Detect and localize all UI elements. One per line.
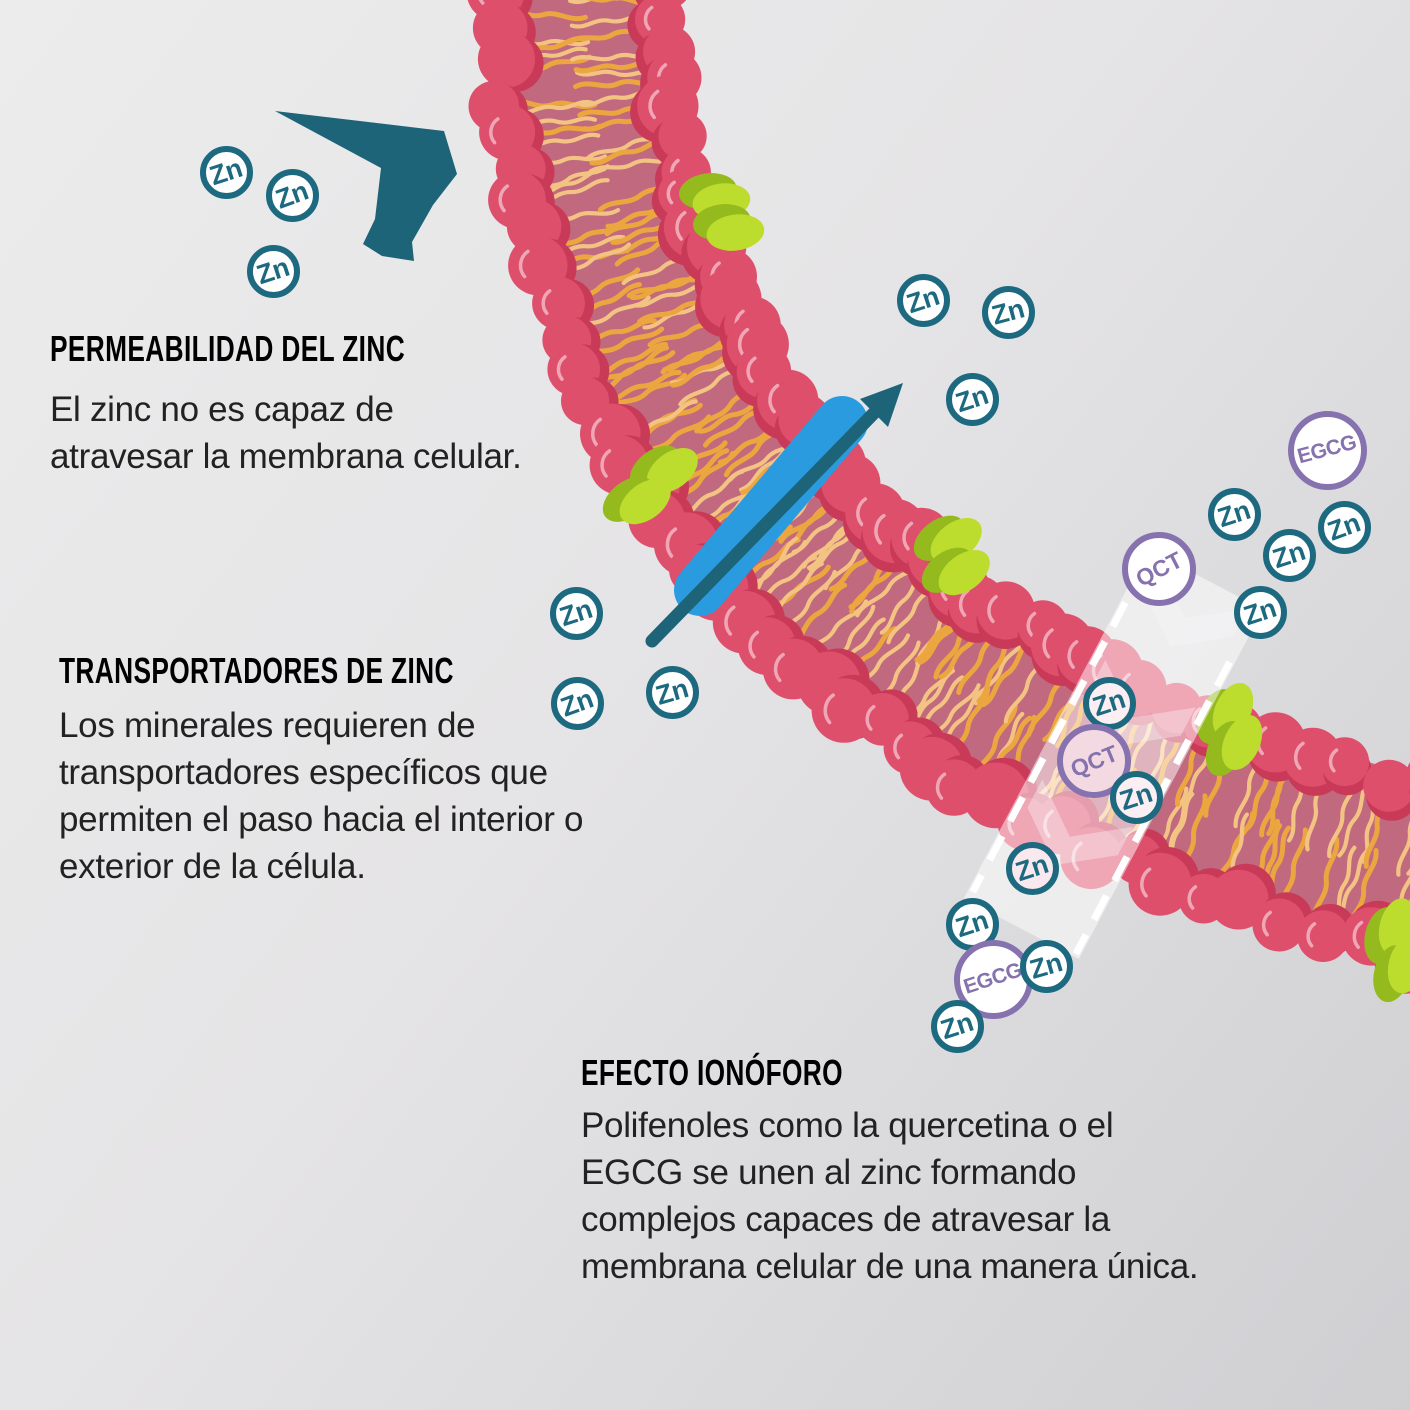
channel-arrow-icon — [1027, 779, 1133, 866]
channel-dashed-border — [969, 601, 1129, 894]
lipid-head-highlight — [768, 383, 780, 414]
lipid-head-highlight — [643, 5, 654, 31]
lipid-head-highlight — [893, 733, 904, 760]
lipid-head-highlight — [737, 327, 750, 358]
lipid-head-highlight — [498, 184, 510, 213]
zn-ion: Zn — [981, 285, 1035, 339]
permeability-body: El zinc no es capaz de atravesar la memb… — [50, 390, 522, 476]
qct-molecule: QCT — [1122, 532, 1196, 606]
green-protein-icon — [921, 547, 990, 596]
transporters-heading: TRANSPORTADORES DE ZINC — [59, 651, 600, 691]
lipid-head-highlight — [902, 521, 914, 551]
lipid-head-highlight — [665, 527, 678, 559]
green-protein-body — [706, 214, 765, 251]
zn-ion: Zn — [930, 999, 984, 1053]
channel-arrow-icon — [1142, 560, 1248, 647]
lipid-head-highlight — [1187, 885, 1198, 910]
green-protein-body — [1387, 936, 1410, 994]
lipid-head-highlight — [724, 605, 736, 636]
zn-ion: Zn — [1109, 770, 1163, 824]
lipid-head — [1320, 737, 1370, 787]
lipid-head-highlight — [1328, 748, 1339, 773]
green-protein-body — [619, 478, 671, 525]
zn-ion: Zn — [1005, 841, 1059, 895]
lipid-head — [477, 30, 536, 88]
permeability-heading-text: PERMEABILIDAD DEL ZINC — [50, 328, 406, 369]
zn-ion: Zn — [1233, 585, 1287, 639]
lipid-head — [1252, 898, 1306, 952]
qct-molecule: QCT — [1057, 724, 1131, 798]
green-protein-icon — [1373, 936, 1410, 1003]
lipid-head-highlight — [489, 117, 500, 145]
lipid-head-highlight — [748, 630, 760, 659]
lipid-head-highlight — [1026, 611, 1037, 637]
lipid-head-highlight — [987, 594, 998, 624]
lipid-head-highlight — [1293, 741, 1305, 771]
lipid-head — [1363, 759, 1410, 812]
permeability-heading: PERMEABILIDAD DEL ZINC — [50, 329, 536, 369]
zn-ion: Zn — [1317, 500, 1371, 554]
green-protein-icon — [693, 204, 765, 251]
lipid-head-highlight — [1352, 920, 1364, 950]
lipid-head-highlight — [856, 497, 868, 527]
zn-ion: Zn — [199, 145, 253, 199]
green-protein-icon — [1205, 714, 1263, 777]
lipid-head-highlight — [823, 693, 835, 725]
lipid-head-highlight — [1042, 628, 1054, 659]
lipid-tail — [1337, 777, 1372, 858]
zn-ion: Zn — [1019, 939, 1073, 993]
ionophore-heading: EFECTO IONÓFORO — [581, 1053, 940, 1093]
zn-ion: Zn — [945, 372, 999, 426]
lipid-head-highlight — [590, 417, 602, 447]
channel-dashed-border — [1072, 660, 1233, 956]
lipid-head-highlight — [874, 513, 886, 545]
zn-ion: Zn — [896, 273, 950, 327]
lipid-head — [1128, 852, 1192, 916]
transporters-heading-text: TRANSPORTADORES DE ZINC — [59, 650, 454, 691]
green-protein-icon — [602, 476, 671, 525]
egcg-molecule: EGCG — [1287, 410, 1367, 490]
lipid-head — [1208, 869, 1269, 930]
blocked-path-arrow-icon — [275, 111, 457, 261]
lipid-head-highlight — [600, 449, 612, 478]
zn-ion: Zn — [645, 665, 699, 719]
transport-arrow-head-icon — [860, 383, 903, 427]
lipid-head-highlight — [1067, 640, 1079, 669]
lipid-head-highlight — [556, 355, 567, 381]
lipid-head-highlight — [518, 249, 530, 279]
lipid-head-highlight — [865, 704, 876, 731]
membrane-proteins-green — [602, 173, 1410, 1003]
zn-ion: Zn — [265, 168, 319, 222]
lipid-head — [1405, 762, 1410, 792]
lipid-head-highlight — [746, 356, 757, 384]
lipid-tail — [568, 0, 654, 5]
lipid-head-highlight — [1306, 922, 1317, 948]
zn-ion: Zn — [1262, 528, 1316, 582]
transporters-body: Los minerales requieren de transportador… — [59, 706, 584, 886]
lipid-head-highlight — [478, 0, 485, 5]
zn-ion: Zn — [246, 244, 300, 298]
zn-ion: Zn — [549, 586, 603, 640]
green-protein-body — [938, 549, 990, 596]
green-protein-body — [1221, 714, 1263, 770]
lipid-head-highlight — [1140, 867, 1152, 898]
lipid-head — [1297, 910, 1349, 962]
lipid-head-highlight — [1261, 910, 1272, 937]
zn-ion: Zn — [550, 676, 604, 730]
lipid-head-highlight — [666, 180, 676, 205]
lipid-head-highlight — [675, 210, 687, 241]
ionophore-body: Polifenoles como la quercetina o el EGCG… — [581, 1106, 1199, 1286]
lipid-head — [658, 111, 707, 161]
lipid-head-highlight — [541, 289, 552, 315]
zn-ion: Zn — [1207, 487, 1261, 541]
zinc-transporter — [645, 383, 903, 648]
ionophore-heading-text: EFECTO IONÓFORO — [581, 1052, 843, 1093]
transport-arrow-shaft — [645, 406, 881, 648]
lipid-head-highlight — [935, 772, 947, 800]
lipid-head-highlight — [773, 652, 785, 683]
lipid-head-highlight — [648, 89, 660, 120]
